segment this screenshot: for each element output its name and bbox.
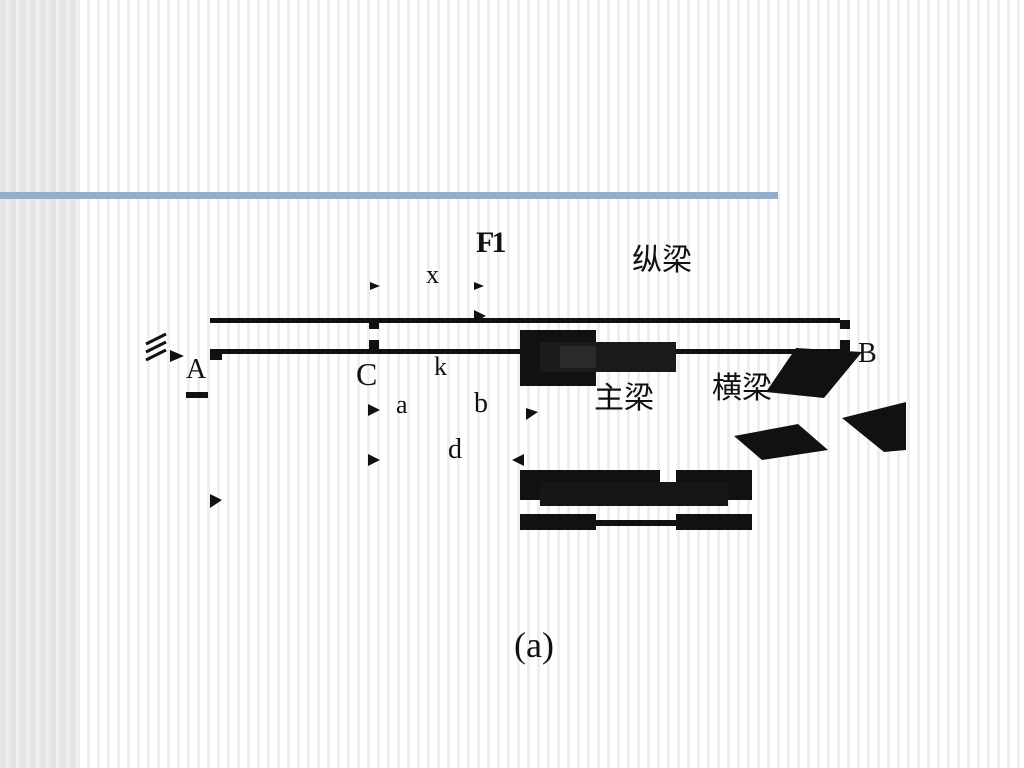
cross-beam-tick-b-bottom	[840, 340, 850, 349]
figure-caption: (a)	[514, 625, 554, 665]
lower-block-bridge	[596, 520, 676, 526]
dim-left-arrow	[210, 494, 222, 508]
main-beam-label: 主梁	[594, 381, 654, 416]
cross-beam-label: 横梁	[712, 371, 772, 406]
point-k-label: k	[434, 352, 447, 381]
support-hatch-3	[145, 348, 167, 362]
lower-block-4	[520, 514, 596, 530]
support-a-label: A	[186, 354, 207, 385]
longitudinal-beam-line	[210, 318, 840, 323]
lower-block-5	[676, 514, 752, 530]
dim-x-arrow-right	[474, 282, 484, 290]
distance-x-label: x	[426, 260, 439, 289]
point-c-label: C	[356, 356, 378, 392]
force-label: F1	[476, 226, 506, 259]
support-hatch-2	[145, 340, 167, 354]
longitudinal-beam-label: 纵梁	[632, 243, 692, 278]
dim-d-label: d	[448, 434, 462, 465]
support-hatch-1	[145, 332, 167, 346]
cross-beam-tick-c-bottom	[369, 340, 379, 349]
cross-beam-shape-2	[734, 424, 828, 460]
background-shade	[0, 0, 80, 768]
title-accent-rule	[0, 192, 778, 199]
dim-d-arrow-left	[368, 454, 380, 466]
support-arrow-left	[170, 350, 184, 362]
dim-d-arrow-right	[512, 454, 524, 466]
support-a-base	[186, 392, 208, 398]
dim-b-arrow	[526, 408, 538, 420]
cross-beam-shape-1	[766, 348, 862, 398]
support-b-label: B	[858, 338, 877, 369]
cross-beam-tick-b-top	[840, 320, 850, 329]
dim-a-label: a	[396, 390, 408, 419]
cross-beam-shape-3	[842, 402, 906, 452]
lower-block-3	[540, 482, 728, 506]
dim-b-label: b	[474, 388, 488, 419]
load-arrow-tip	[474, 310, 486, 322]
load-patch-inner	[560, 346, 596, 368]
support-a-marker	[210, 352, 222, 360]
cross-beam-tick-c-top	[369, 320, 379, 329]
dim-a-arrow	[368, 404, 380, 416]
dim-x-arrow-left	[370, 282, 380, 290]
